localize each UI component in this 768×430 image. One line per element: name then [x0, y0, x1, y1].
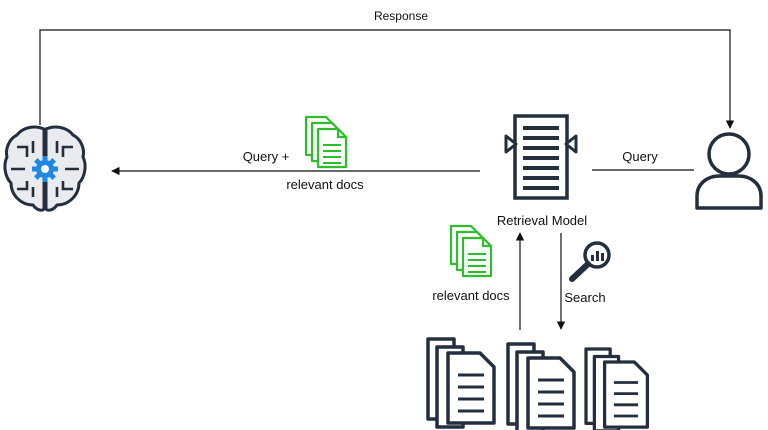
response-connector [39, 29, 735, 129]
document-stack-icon [426, 337, 496, 429]
document-stack-icon [304, 115, 348, 169]
retrieval-model-label: Retrieval Model [497, 213, 587, 228]
document-stack-icon [449, 224, 493, 278]
relevant-docs-label-top: relevant docs [286, 177, 364, 192]
user-icon [695, 132, 763, 210]
query-plus-label: Query + [243, 149, 290, 164]
magnifier-chart-icon [569, 241, 611, 282]
relevant-docs-label-bottom: relevant docs [432, 288, 510, 303]
brain-gear-icon [3, 125, 87, 212]
document-stack-icon [584, 347, 650, 430]
response-label: Response [374, 9, 428, 23]
query-label: Query [622, 149, 658, 164]
document-retrieval-icon [504, 114, 578, 200]
search-label: Search [564, 290, 605, 305]
document-stack-icon [506, 342, 576, 430]
document-corpus [426, 337, 650, 430]
